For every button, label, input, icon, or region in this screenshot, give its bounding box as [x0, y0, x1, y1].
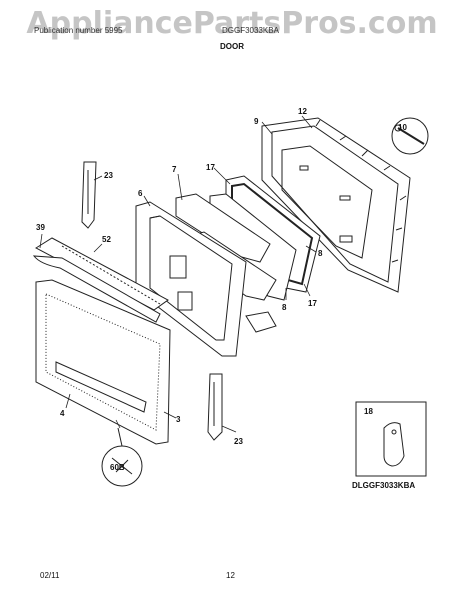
callout-3: 3 — [176, 415, 181, 424]
part-18-clip — [383, 422, 405, 467]
door-handle-part — [32, 237, 169, 323]
hinge-part-lower — [207, 373, 223, 441]
callout-23-bottom: 23 — [234, 437, 243, 446]
callout-12: 12 — [298, 107, 307, 116]
inset-model-label: DLGGF3033KBA — [352, 481, 415, 490]
callout-39: 39 — [36, 223, 45, 232]
callout-8-right: 8 — [318, 249, 323, 258]
callout-17-top: 17 — [206, 163, 215, 172]
hinge-part-upper — [81, 161, 97, 229]
screw-part — [391, 117, 429, 155]
callout-10: 10 — [398, 123, 407, 132]
callout-8-bottom: 8 — [282, 303, 287, 312]
callout-6: 6 — [138, 189, 143, 198]
inset-box — [355, 401, 427, 477]
door-back-liner-part — [261, 117, 411, 293]
callout-7: 7 — [172, 165, 177, 174]
section-title: DOOR — [220, 42, 244, 51]
callout-9: 9 — [254, 117, 259, 126]
callout-23-top: 23 — [104, 171, 113, 180]
model-number: DGGF3033KBA — [222, 26, 279, 35]
footer-page-number: 12 — [226, 571, 235, 580]
callout-4: 4 — [60, 409, 65, 418]
publication-number: Publication number 5995 — [34, 26, 123, 35]
inner-door-frame-part — [135, 201, 247, 357]
callout-60b: 60B — [110, 463, 125, 472]
callout-18: 18 — [364, 407, 373, 416]
screw-60b-part — [101, 427, 143, 487]
footer-date: 02/11 — [40, 571, 60, 580]
outer-door-panel-part — [35, 279, 171, 445]
callout-52: 52 — [102, 235, 111, 244]
watermark: AppliancePartsPros.com — [26, 6, 438, 41]
callout-17-bottom: 17 — [308, 299, 317, 308]
